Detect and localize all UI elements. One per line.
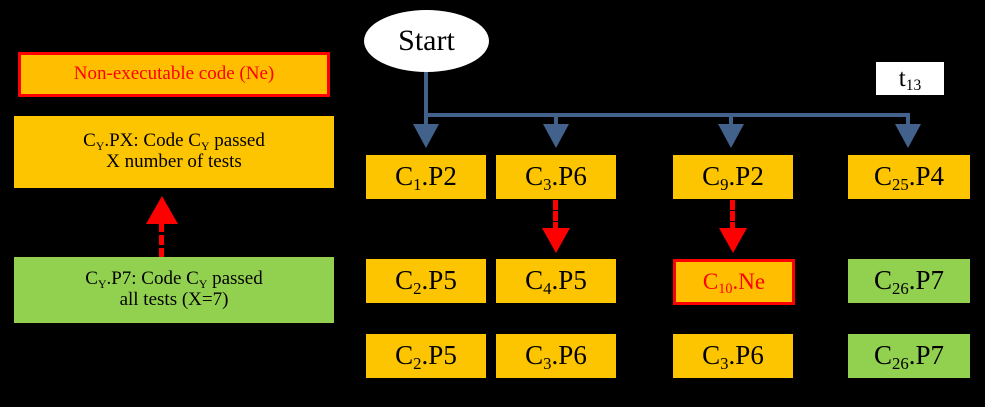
node-r1c4: C25.P4 <box>848 155 970 199</box>
node-r3c2: C3.P6 <box>496 334 616 378</box>
node-r2c2: C4.P5 <box>496 259 616 303</box>
legend-non-executable-box: Non-executable code (Ne) <box>18 52 330 97</box>
legend-px-label: CY.PX: Code CY passed X number of tests <box>83 130 265 172</box>
start-label: Start <box>398 24 455 57</box>
legend-non-executable-label: Non-executable code (Ne) <box>73 63 275 85</box>
transition-label-t13: t13 <box>876 62 944 95</box>
branch-stem-3 <box>729 113 733 125</box>
branch-stem-2 <box>554 113 558 125</box>
node-r2c3: C10.Ne <box>673 259 795 305</box>
node-r1c2: C3.P6 <box>496 155 616 199</box>
red-arrowhead-c3 <box>542 228 570 253</box>
node-r3c3: C3.P6 <box>673 334 793 378</box>
node-r2c4: C26.P7 <box>848 259 970 303</box>
legend-p7-box: CY.P7: Code CY passed all tests (X=7) <box>14 257 334 323</box>
start-stem <box>424 72 428 117</box>
node-r3c1: C2.P5 <box>366 334 486 378</box>
branch-arrowhead-2 <box>543 124 569 148</box>
branch-arrowhead-1 <box>413 124 439 148</box>
red-arrowhead-c9 <box>719 228 747 253</box>
legend-p7-label: CY.P7: Code CY passed all tests (X=7) <box>85 268 263 310</box>
distribution-bus <box>424 113 910 117</box>
node-r1c3: C9.P2 <box>673 155 793 199</box>
branch-stem-4 <box>906 113 910 125</box>
node-r1c1: C1.P2 <box>366 155 486 199</box>
legend-red-dashed-line <box>159 222 164 258</box>
red-dashed-line-c3 <box>553 200 558 232</box>
branch-arrowhead-3 <box>718 124 744 148</box>
branch-stem-1 <box>424 113 428 125</box>
red-dashed-line-c9 <box>730 200 735 232</box>
branch-arrowhead-4 <box>895 124 921 148</box>
legend-px-box: CY.PX: Code CY passed X number of tests <box>14 116 334 188</box>
node-r2c1: C2.P5 <box>366 259 486 303</box>
start-node: Start <box>364 10 489 72</box>
legend-red-arrowhead <box>146 196 178 224</box>
node-r3c4: C26.P7 <box>848 334 970 378</box>
